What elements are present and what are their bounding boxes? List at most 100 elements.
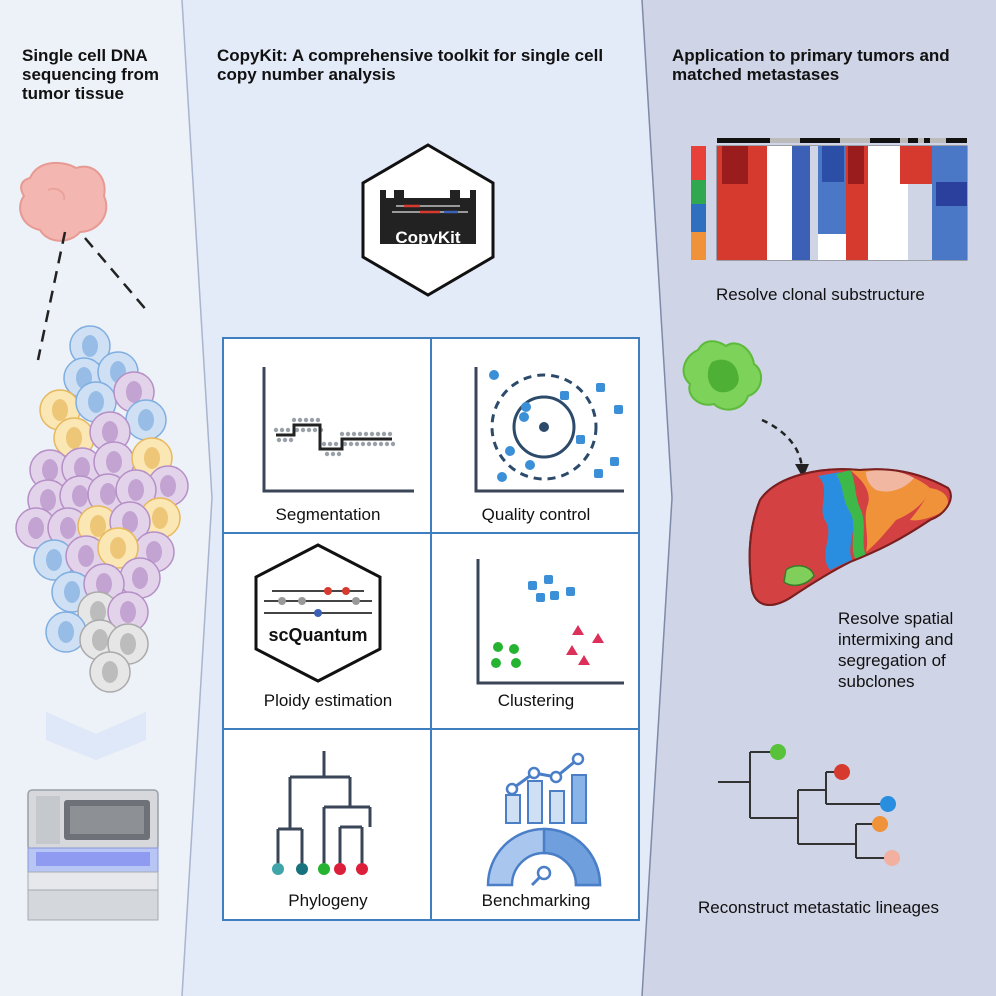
cell-nucleus: [90, 601, 106, 623]
copykit-logo: [361, 143, 495, 297]
segmentation-dot: [276, 437, 282, 443]
segmentation-dot: [372, 441, 378, 447]
segmentation-dot: [342, 441, 348, 447]
segmentation-dot: [306, 427, 312, 433]
cell-nucleus: [96, 573, 112, 595]
tool-quality-control: Quality control: [432, 339, 640, 534]
clone-heatmap: [691, 138, 968, 261]
segmentation-dot: [282, 437, 288, 443]
cell-nucleus: [64, 581, 80, 603]
tool-label-phylogeny: Phylogeny: [288, 891, 368, 910]
caption-spatial: Resolve spatial intermixing and segregat…: [838, 609, 954, 691]
zoom-line-left: [36, 231, 67, 361]
tool-label-clustering: Clustering: [497, 691, 575, 710]
metastasis-arrow: [761, 418, 804, 469]
liver-icon: [748, 468, 952, 606]
segmentation-dot: [288, 437, 294, 443]
circulating-tumor-cell-icon: [682, 340, 763, 411]
cell-nucleus: [128, 479, 144, 501]
segmentation-dot: [303, 417, 309, 423]
segmentation-dot: [336, 451, 342, 457]
benchmarking-icon: [486, 752, 602, 887]
segmentation-dot: [279, 427, 285, 433]
segmentation-dot: [360, 441, 366, 447]
cell-nucleus: [144, 447, 160, 469]
segmentation-dot: [309, 417, 315, 423]
chevron-down-icon: [46, 712, 146, 760]
center-heading: CopyKit: A comprehensive toolkit for sin…: [217, 46, 627, 84]
segmentation-dot: [378, 441, 384, 447]
segmentation-dot: [273, 427, 279, 433]
clustering-icon: [476, 559, 624, 685]
segmentation-dot: [312, 427, 318, 433]
segmentation-dot: [387, 431, 393, 437]
segmentation-dot: [315, 417, 321, 423]
segmentation-dot: [351, 431, 357, 437]
cell-nucleus: [72, 485, 88, 507]
sequencer-icon: [27, 789, 159, 921]
cell-nucleus: [82, 335, 98, 357]
cell-nucleus: [66, 427, 82, 449]
cell-nucleus: [58, 621, 74, 643]
tool-ploidy-estimation: scQuantum Ploidy estimation: [224, 535, 432, 730]
center-heading-rest: : A comprehensive toolkit for single cel…: [217, 46, 604, 84]
cell-nucleus: [152, 507, 168, 529]
copykit-logo-text: CopyKit: [395, 228, 461, 247]
cell-nucleus: [102, 421, 118, 443]
center-heading-name: CopyKit: [217, 46, 283, 65]
cell-nucleus: [74, 457, 90, 479]
cell-nucleus: [146, 541, 162, 563]
segmentation-dot: [363, 431, 369, 437]
right-heading: Application to primary tumors and matche…: [672, 46, 950, 84]
zoom-line-right: [84, 237, 149, 313]
segmentation-dot: [390, 441, 396, 447]
cell-nucleus: [42, 459, 58, 481]
segmentation-dot: [285, 427, 291, 433]
segmentation-dot: [345, 431, 351, 437]
cell-nucleus: [78, 545, 94, 567]
segmentation-dot: [357, 431, 363, 437]
segmentation-dot: [300, 427, 306, 433]
tool-label-quality-control: Quality control: [481, 505, 591, 524]
tool-label-segmentation: Segmentation: [275, 505, 381, 524]
tool-label-ploidy-estimation: Ploidy estimation: [263, 691, 393, 710]
cell-nucleus: [90, 515, 106, 537]
tool-phylogeny: Phylogeny: [224, 731, 432, 926]
tool-benchmarking: Benchmarking: [432, 731, 640, 926]
segmentation-dot: [339, 431, 345, 437]
segmentation-dot: [381, 431, 387, 437]
cell-nucleus: [120, 601, 136, 623]
segmentation-dot: [384, 441, 390, 447]
scquantum-logo-text: scQuantum: [268, 625, 368, 645]
cell-nucleus: [46, 549, 62, 571]
single-cells-icon: [15, 325, 189, 693]
tools-grid: Segmentation Quality: [222, 337, 640, 921]
segmentation-icon: [262, 367, 414, 493]
cell-nucleus: [122, 511, 138, 533]
tool-segmentation: Segmentation: [224, 339, 432, 534]
cell-nucleus: [102, 661, 118, 683]
segmentation-dot: [327, 441, 333, 447]
segmentation-dot: [291, 417, 297, 423]
cell-nucleus: [106, 451, 122, 473]
quality-control-icon: [474, 367, 624, 493]
cell-nucleus: [28, 517, 44, 539]
segmentation-dot: [333, 441, 339, 447]
segmentation-dot: [324, 451, 330, 457]
cell-nucleus: [52, 399, 68, 421]
cell-nucleus: [160, 475, 176, 497]
cell-nucleus: [126, 381, 142, 403]
phylogeny-icon: [272, 751, 372, 875]
caption-lineage: Reconstruct metastatic lineages: [698, 898, 939, 917]
cell-nucleus: [88, 391, 104, 413]
caption-clonal: Resolve clonal substructure: [716, 285, 925, 304]
segmentation-dot: [330, 451, 336, 457]
left-heading: Single cell DNA sequencing from tumor ti…: [22, 46, 159, 103]
grid-lines: [224, 339, 638, 919]
lineage-tree-nodes: [770, 744, 900, 866]
cell-nucleus: [100, 483, 116, 505]
scquantum-logo: [254, 543, 382, 683]
tumor-tissue-icon: [19, 161, 108, 242]
cell-nucleus: [120, 633, 136, 655]
